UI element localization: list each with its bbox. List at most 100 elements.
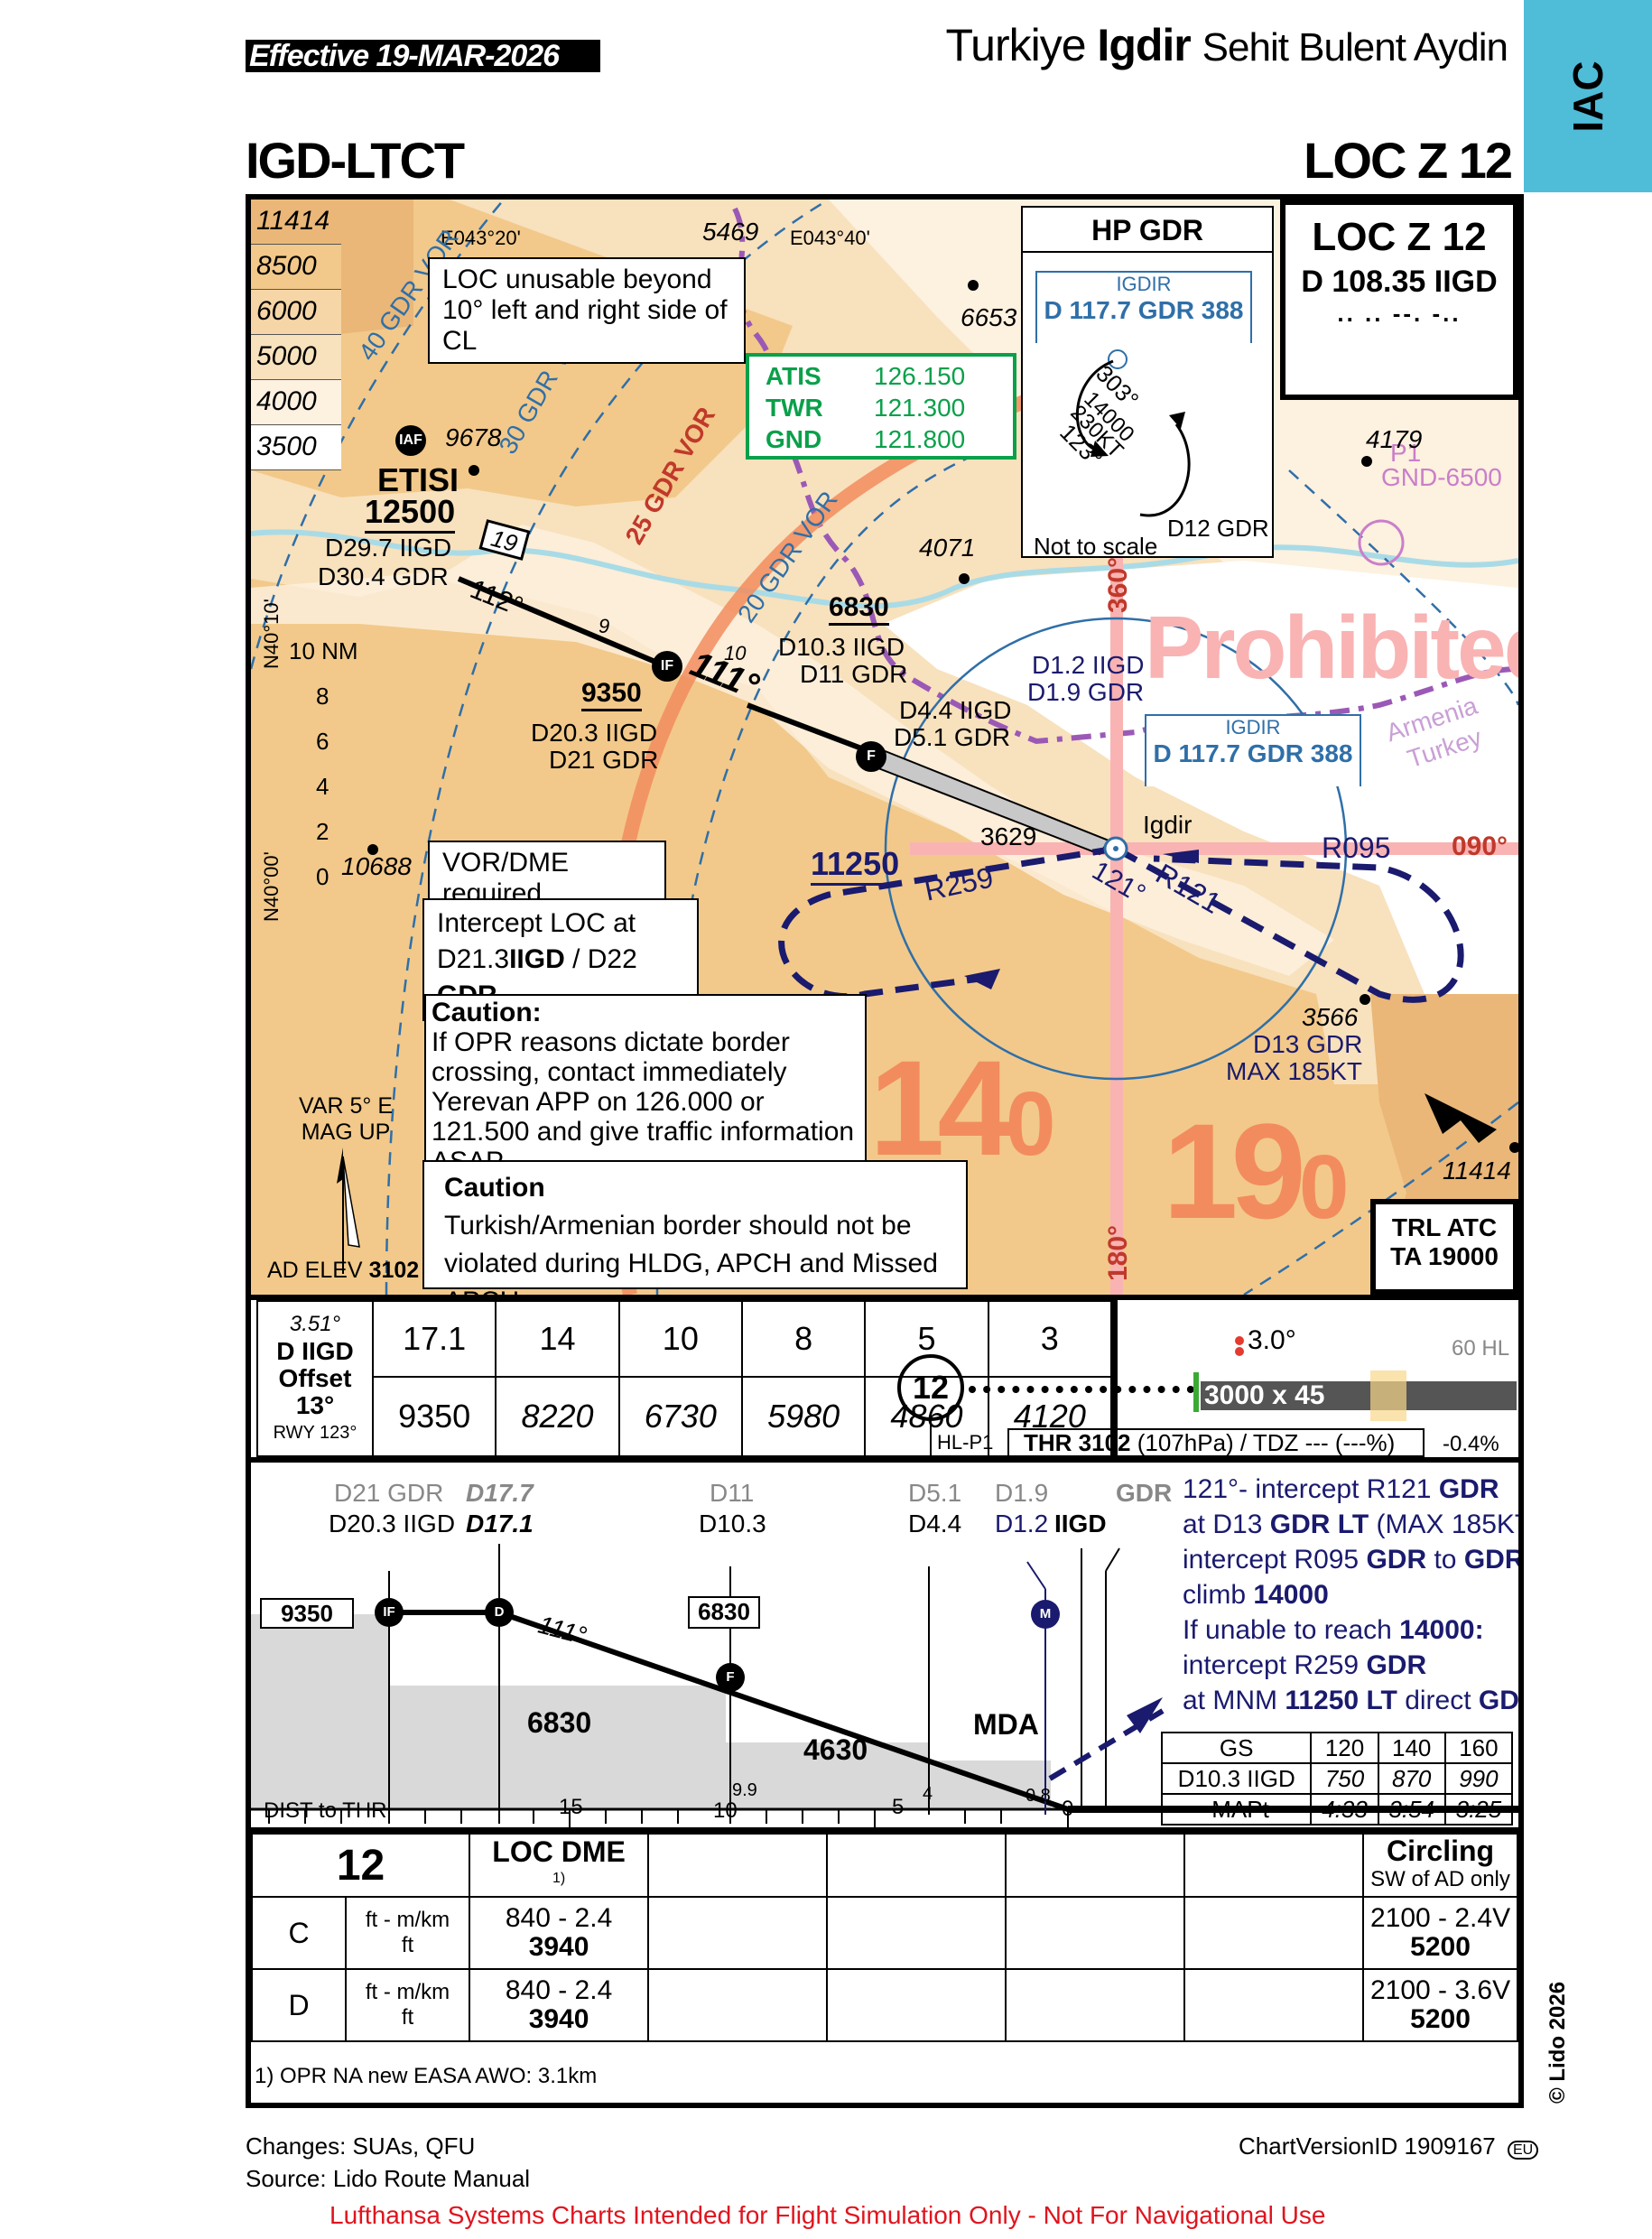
ident-title: LOC Z 12	[1312, 215, 1487, 259]
runway-bar: 3000 x 45	[1201, 1381, 1517, 1410]
airport-name: Sehit Bulent Aydin	[1202, 25, 1508, 70]
spot-elev: 3629	[980, 822, 1037, 850]
dist-tick-9: 9	[599, 615, 610, 637]
descent-table-header: 3.51° D IIGD Offset 13° RWY 123°	[256, 1300, 374, 1457]
faf-dist-iigd: D10.3 IIGD	[778, 633, 905, 661]
simulation-disclaimer: Lufthansa Systems Charts Intended for Fl…	[329, 2201, 1326, 2229]
iaf-name: ETISI	[377, 461, 459, 498]
runway-number-badge: 12	[897, 1354, 964, 1421]
spot-elev: 10688	[341, 852, 412, 880]
fix-iigd-label: D20.3 IIGD	[329, 1510, 456, 1538]
chart-version: ChartVersionID 1909167 EU	[1239, 2132, 1539, 2160]
missed-approach-line: intercept R259 GDR	[1183, 1650, 1427, 1680]
copyright: © Lido 2026	[1545, 1981, 1570, 2104]
country: Turkiye	[945, 20, 1086, 70]
alt-cell: 6730	[617, 1376, 743, 1457]
fix-gdr-label: GDR	[1116, 1479, 1173, 1507]
runway-slope: -0.4%	[1443, 1432, 1499, 1456]
airport-title: Turkiye Igdir Sehit Bulent Aydin	[945, 20, 1508, 73]
fix-iigd-label: D1.2	[995, 1510, 1049, 1538]
max-speed-label: MAX 185KT	[1226, 1057, 1362, 1085]
axis-tick: 0	[1062, 1797, 1074, 1821]
missed-approach-line: at MNM 11250 LT direct GDR	[1183, 1686, 1519, 1715]
spot-elev: 9678	[445, 423, 502, 451]
scale-2: 2	[316, 818, 329, 845]
faf-badge-icon: F	[856, 741, 886, 772]
moca-1: 6830	[527, 1706, 592, 1739]
iaf-badge-icon: IAF	[395, 425, 426, 456]
fix-gdr-label: D11	[710, 1479, 755, 1507]
changes-note: Changes: SUAs, QFU	[246, 2132, 476, 2160]
coord-e1: E043°20'	[441, 227, 521, 249]
p1-name: P1	[1390, 439, 1422, 467]
missed-approach-line: If unable to reach 14000:	[1183, 1615, 1484, 1645]
papi-light-red	[1235, 1336, 1244, 1345]
dist-cell: 8	[740, 1300, 867, 1378]
fix-iigd-label: D10.3	[699, 1510, 766, 1538]
axis-tick: 15	[559, 1795, 583, 1819]
mapt-badge-icon: M	[1031, 1600, 1060, 1629]
holding-navaid: IGDIR D 117.7 GDR 388	[1035, 271, 1252, 343]
missed-approach-line: climb 14000	[1183, 1580, 1329, 1610]
if-alt-box: 9350	[260, 1598, 354, 1629]
radial-r095: R095	[1322, 831, 1391, 864]
faf-dist-gdr: D11 GDR	[800, 660, 908, 688]
axis-label: DIST to THR	[264, 1798, 387, 1823]
ad-elev: AD ELEV 3102	[267, 1258, 420, 1283]
faf-badge-icon: F	[716, 1663, 745, 1692]
d-badge-icon: D	[485, 1598, 514, 1627]
if-dist-gdr: D21 GDR	[549, 746, 659, 774]
threshold-elev: THR 3102 (107hPa) / TDZ --- (---%)	[1007, 1428, 1425, 1457]
spot-elev: 11414	[1443, 1157, 1511, 1185]
coord-e2: E043°40'	[790, 227, 870, 249]
touchdown-zone	[1370, 1370, 1406, 1421]
axis-tick: 4	[923, 1784, 933, 1804]
mnm-alt: 11250	[811, 845, 900, 886]
holding-limit: D12 GDR	[1167, 515, 1269, 542]
iaf-dist-gdr: D30.4 GDR	[318, 562, 449, 590]
iaf-alt: 12500	[365, 493, 456, 534]
heading-360: 360°	[1103, 556, 1134, 614]
scale-6: 6	[316, 728, 329, 755]
scale-10nm: 10 NM	[289, 637, 358, 664]
fix-gdr-label: D5.1	[908, 1479, 962, 1507]
holding-pattern-icon	[1075, 349, 1191, 517]
dist-cell: 5	[864, 1300, 989, 1378]
minima-rwy: 12	[250, 1833, 471, 1898]
icao-code: IGD-LTCT	[246, 132, 465, 189]
procedure-name: LOC Z 12	[1304, 132, 1513, 189]
if-badge-icon: IF	[375, 1598, 404, 1627]
spot-elev: 6653	[961, 303, 1017, 331]
plan-view-map: 11414 8500 6000 5000 4000 3500 E043°20' …	[246, 194, 1524, 1300]
mda-label: MDA	[973, 1708, 1039, 1741]
missed-approach-line: 121°- intercept R121 GDR	[1183, 1474, 1499, 1504]
coord-n2: N40°00'	[260, 851, 283, 922]
missed-approach-line: at D13 GDR LT (MAX 185KT)	[1183, 1510, 1524, 1539]
missed-approach-text: 121°- intercept R121 GDR at D13 GDR LT (M…	[1183, 1472, 1524, 1718]
ident-box: LOC Z 12 D 108.35 IIGD .. .. --. -..	[1280, 200, 1518, 400]
fix-iigd-label: IIGD	[1054, 1510, 1107, 1538]
if-badge-icon: IF	[652, 651, 682, 682]
axis-tick: 0.8	[1026, 1786, 1051, 1806]
spot-elev: 4071	[919, 534, 976, 562]
caution-border-crossing: Caution:If OPR reasons dictate border cr…	[424, 994, 867, 1180]
axis-tick: 9.9	[732, 1780, 757, 1800]
fix-gdr-label: D21 GDR	[334, 1479, 444, 1507]
ident-morse: .. .. --. -..	[1337, 300, 1462, 327]
eu-badge-icon: EU	[1507, 2141, 1539, 2160]
source-note: Source: Lido Route Manual	[246, 2165, 531, 2192]
fix-gdr-label: D1.9	[995, 1479, 1049, 1507]
spot-elev: 5469	[702, 218, 759, 246]
holding-inset: HP GDR IGDIR D 117.7 GDR 388 303° 14000 …	[1021, 206, 1274, 560]
effective-date: Effective 19-MAR-2026	[246, 40, 600, 72]
msa-sector-190: 190	[1163, 1095, 1349, 1247]
if-dist-iigd: D20.3 IIGD	[531, 719, 658, 747]
scale-4: 4	[316, 773, 329, 800]
fix-iigd-label: D17.1	[466, 1510, 534, 1538]
